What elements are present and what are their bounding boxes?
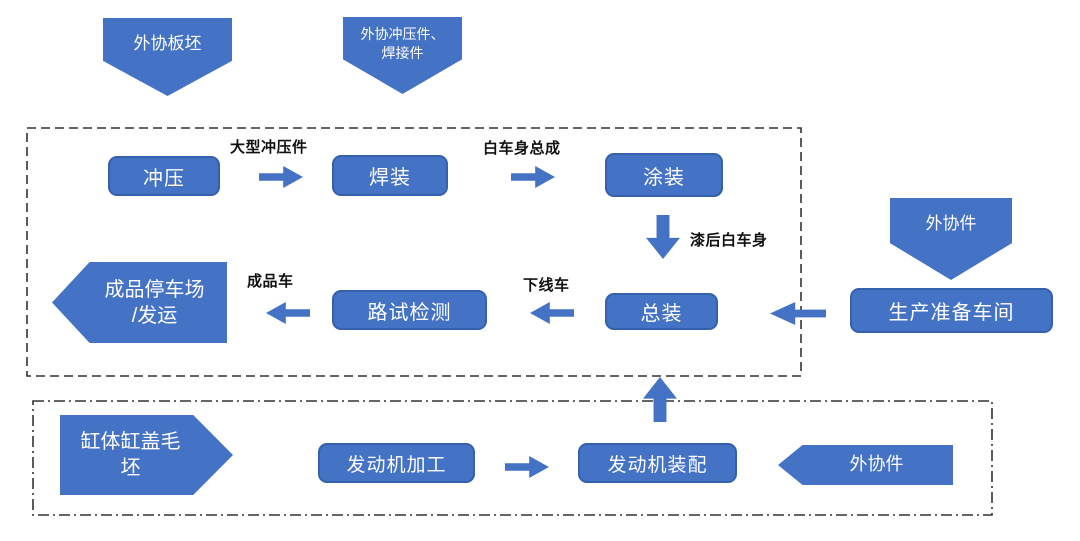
node-engine-assembly: 发动机装配 bbox=[578, 443, 737, 483]
node-engine-machining-label: 发动机加工 bbox=[346, 454, 447, 476]
engine-blank-line1: 缸体缸盖毛 bbox=[80, 431, 181, 453]
node-prep-workshop: 生产准备车间 bbox=[850, 288, 1053, 333]
node-stamping: 冲压 bbox=[108, 156, 220, 196]
input-slab-pentagon: 外协板坯 bbox=[103, 18, 232, 96]
node-prep-workshop-label: 生产准备车间 bbox=[888, 302, 1015, 324]
label-large-stampings: 大型冲压件 bbox=[230, 139, 308, 156]
engine-blank-pentagon: 缸体缸盖毛 坯 bbox=[60, 415, 233, 495]
node-painting-label: 涂装 bbox=[643, 166, 685, 189]
node-welding-label: 焊装 bbox=[369, 167, 411, 189]
engine-outsourced-label: 外协件 bbox=[849, 454, 904, 475]
label-finished-car: 成品车 bbox=[247, 273, 294, 290]
finished-lot-line1: 成品停车场 bbox=[104, 278, 205, 301]
label-biw-assembly: 白车身总成 bbox=[483, 140, 561, 157]
node-road-test-label: 路试检测 bbox=[367, 301, 452, 324]
node-road-test: 路试检测 bbox=[332, 290, 487, 330]
node-stamping-label: 冲压 bbox=[143, 167, 185, 190]
input-press-weld-line1: 外协冲压件、 bbox=[360, 26, 445, 43]
input-press-weld-line2: 焊接件 bbox=[381, 44, 424, 61]
input-slab-label: 外协板坯 bbox=[133, 33, 202, 53]
node-assembly-label: 总装 bbox=[640, 303, 683, 325]
node-painting: 涂装 bbox=[605, 153, 723, 197]
node-welding: 焊装 bbox=[332, 155, 448, 196]
label-offline-car: 下线车 bbox=[523, 277, 570, 294]
node-engine-assembly-label: 发动机装配 bbox=[607, 454, 708, 476]
engine-blank-line2: 坯 bbox=[120, 457, 141, 479]
label-painted-biw: 漆后白车身 bbox=[690, 232, 768, 249]
input-press-weld-pentagon: 外协冲压件、 焊接件 bbox=[343, 17, 462, 94]
finished-lot-line2: /发运 bbox=[131, 304, 178, 327]
node-engine-machining: 发动机加工 bbox=[318, 443, 475, 483]
engine-outsourced-pentagon: 外协件 bbox=[778, 445, 953, 485]
vehicle-plant-boundary bbox=[26, 127, 802, 377]
node-assembly: 总装 bbox=[605, 293, 718, 330]
engine-plant-boundary bbox=[32, 400, 993, 516]
finished-lot-pentagon: 成品停车场 /发运 bbox=[52, 262, 227, 343]
input-outsourced-label: 外协件 bbox=[925, 213, 977, 233]
